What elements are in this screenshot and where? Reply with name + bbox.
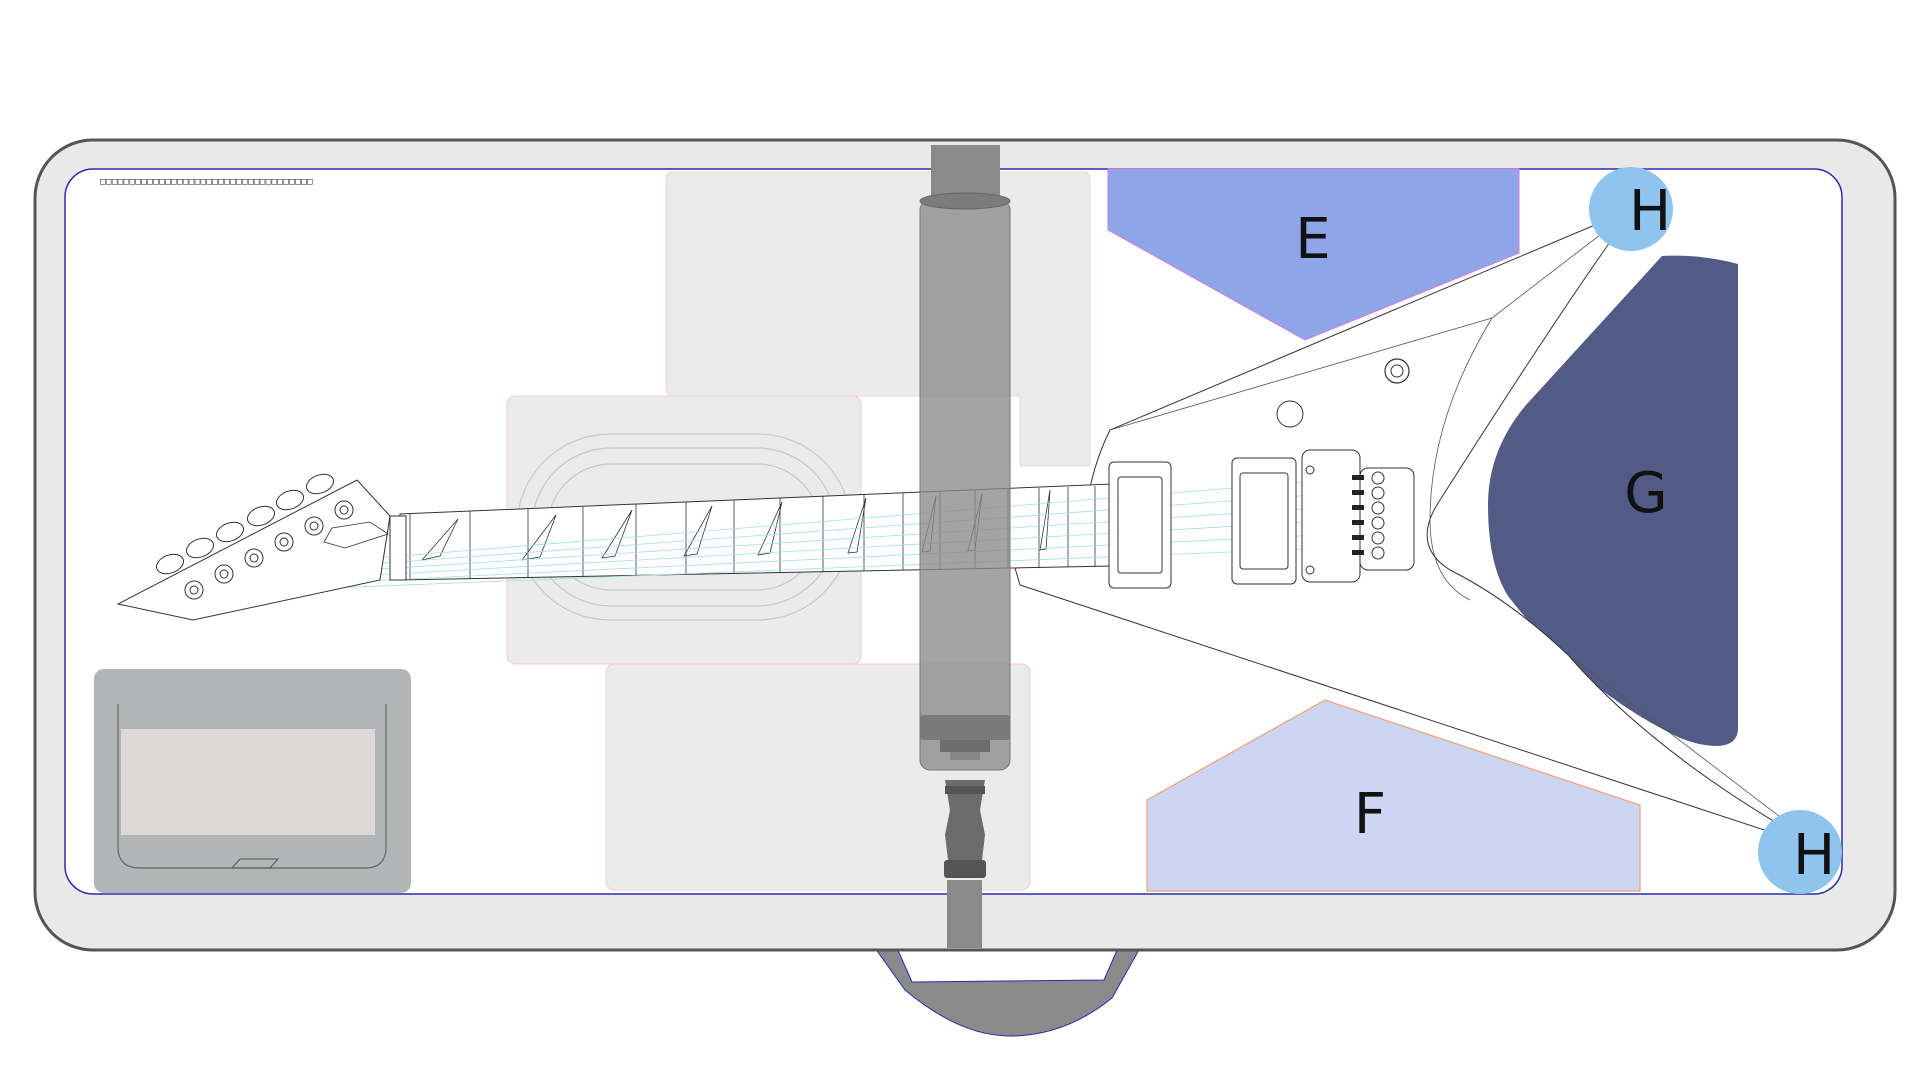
tuning-pegs[interactable] <box>154 471 354 600</box>
strap-and-support[interactable] <box>919 145 1011 948</box>
neck-pickup <box>1108 461 1172 589</box>
zone-h-top-label: H <box>1629 179 1671 244</box>
fret-lines <box>409 486 1096 580</box>
header-text: □□□□□□□□□□□□□□□□□□□□□□□□□□□□□□□□□□□□ <box>100 177 313 187</box>
volume-knob[interactable] <box>1276 400 1304 428</box>
zone-h-bottom: H <box>1758 810 1842 894</box>
accessory-tray[interactable] <box>94 669 411 893</box>
zone-f-label: F <box>1354 782 1386 847</box>
guitar-nut <box>389 515 407 581</box>
tray-lid <box>121 729 375 835</box>
zone-g-label: G <box>1624 461 1667 526</box>
zone-h-top: H <box>1589 167 1673 251</box>
zone-f <box>1146 699 1641 892</box>
tremolo-bridge <box>1301 449 1415 583</box>
tray-latch[interactable] <box>230 858 280 869</box>
case-handle[interactable] <box>874 947 1141 1037</box>
zone-e-label: E <box>1295 207 1330 272</box>
zone-g <box>1488 255 1738 746</box>
strap-bottom <box>947 880 982 948</box>
support-cylinder <box>919 199 1011 771</box>
zone-e <box>1107 168 1520 341</box>
guitar[interactable] <box>116 206 1823 850</box>
output-jack <box>1384 358 1410 384</box>
bridge-pickup <box>1231 457 1297 585</box>
zone-h-bottom-label: H <box>1793 823 1835 888</box>
